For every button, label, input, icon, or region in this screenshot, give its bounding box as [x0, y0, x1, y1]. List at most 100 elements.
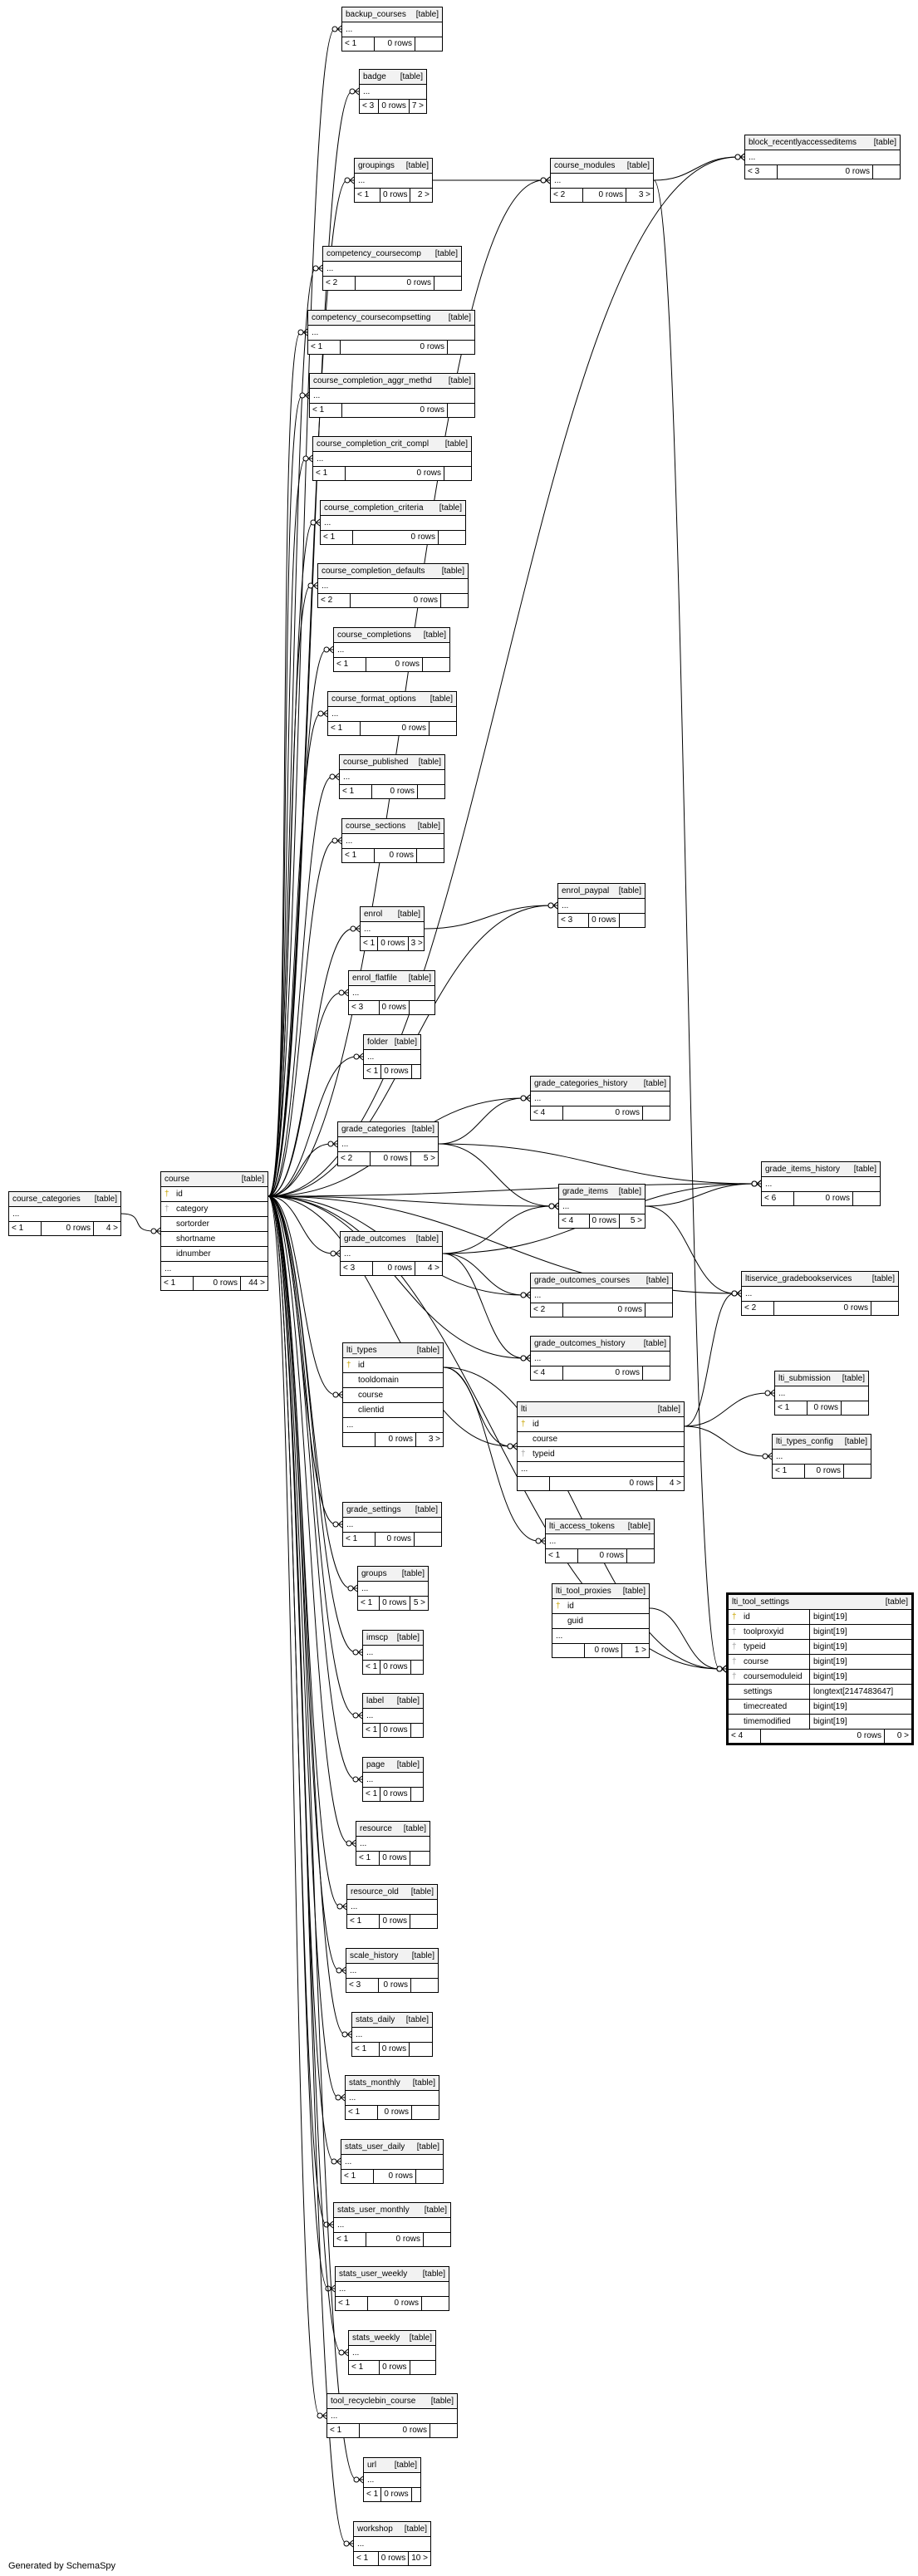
more-columns-row: ...: [531, 1092, 670, 1106]
table-header: course_completion_defaults[table]: [318, 564, 468, 579]
column-name: idnumber: [176, 1249, 211, 1259]
table-header: course_completion_crit_compl[table]: [313, 437, 471, 452]
children-count: 5 >: [413, 1598, 425, 1607]
parents-count: < 3: [346, 1979, 379, 1992]
parents-count: < 3: [745, 165, 778, 179]
many-end-icon: [736, 1289, 742, 1298]
relationship-line: [684, 1293, 741, 1427]
relationship-line: [268, 649, 333, 1197]
table-type-tag: [table]: [417, 822, 440, 831]
more-columns-row: ...: [352, 2028, 432, 2043]
ellipsis-text: ...: [358, 176, 366, 185]
table-name: lti_types: [346, 1346, 377, 1355]
ellipsis-text: ...: [351, 1902, 358, 1911]
table-competency-coursecompsetting[interactable]: competency_coursecompsetting[table]...< …: [307, 310, 475, 355]
children-count: [411, 1661, 423, 1674]
row-count: 0 rows: [341, 341, 448, 354]
table-type-tag: [table]: [871, 1274, 895, 1283]
table-type-tag: [table]: [416, 1346, 439, 1355]
more-columns-row: ...: [773, 1450, 871, 1465]
relationship-line: [268, 585, 317, 1197]
table-name: badge: [363, 72, 386, 81]
table-name: groupings: [358, 161, 395, 170]
crowfoot-icon: [302, 455, 309, 462]
more-columns-row: ...: [343, 1418, 443, 1433]
children-count: [418, 785, 444, 798]
column-name: course: [533, 1435, 558, 1444]
ellipsis-text: ...: [164, 1264, 172, 1273]
table-course-completion-aggr-methd[interactable]: course_completion_aggr_methd[table]...< …: [309, 373, 475, 418]
ellipsis-text: ...: [345, 2157, 352, 2166]
column-row: course: [518, 1432, 684, 1447]
many-end-icon: [756, 1180, 762, 1188]
crowfoot-icon: [731, 1290, 738, 1297]
table-type-tag: [table]: [873, 138, 896, 147]
table-course-completion-crit-compl[interactable]: course_completion_crit_compl[table]...< …: [312, 436, 472, 481]
relationship-line: [438, 1143, 558, 1207]
table-header: enrol_flatfile[table]: [349, 971, 434, 986]
column-type: bigint[19]: [809, 1715, 911, 1729]
table-ltiservice-gradebookservices[interactable]: ltiservice_gradebookservices[table]...< …: [741, 1271, 899, 1316]
children-count: [412, 2488, 420, 2501]
more-columns-row: ...: [531, 1352, 670, 1367]
column-row: clientid: [343, 1403, 443, 1418]
parents-count: < 4: [531, 1367, 563, 1380]
row-count: 0 rows: [346, 467, 444, 480]
column-name: clientid: [358, 1406, 385, 1415]
table-type-tag: [table]: [412, 2078, 435, 2088]
table-block-recentlyaccesseditems[interactable]: block_recentlyaccesseditems[table]...< 3…: [744, 135, 901, 179]
many-end-icon: [343, 2348, 349, 2357]
